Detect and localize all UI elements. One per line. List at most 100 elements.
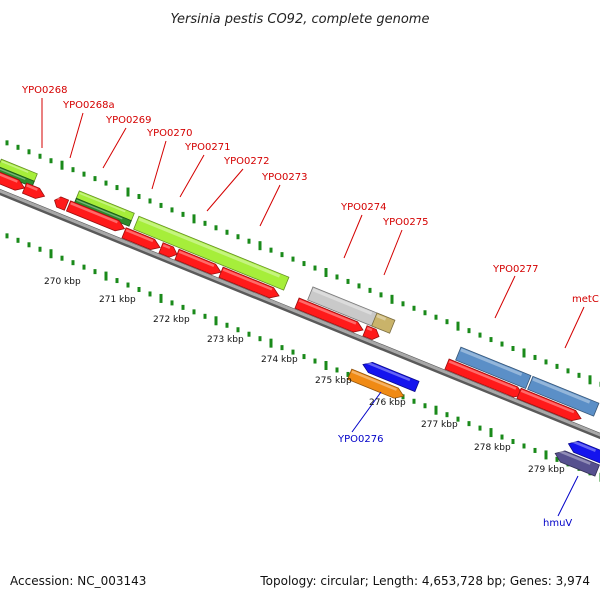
- connector-hmuv: [557, 475, 579, 517]
- tick-label-279kbp: 279 kbp: [528, 465, 565, 475]
- tick-label-270kbp: 270 kbp: [44, 277, 81, 287]
- feature-cds-0275-shape: [362, 325, 380, 341]
- feature-blue-hmuv-shape: [567, 440, 600, 464]
- tick-label-276kbp: 276 kbp: [369, 398, 406, 408]
- feature-cds-0274-shape: [294, 297, 364, 333]
- forward-gene-labels: YPO0268 YPO0268a YPO0269 YPO0270 YPO0271…: [21, 85, 599, 305]
- feature-cds-0273[interactable]: [218, 266, 281, 301]
- gene-label-ypo0275[interactable]: YPO0275: [382, 217, 428, 228]
- feature-cds-0269-highlight: [70, 202, 118, 224]
- feature-blue-0277[interactable]: [455, 346, 532, 390]
- connector-ypo0277: [494, 275, 516, 319]
- feature-blue-0277-shape: [455, 346, 532, 390]
- reverse-gene-labels: YPO0276 hmuV: [337, 434, 572, 529]
- feature-cds-0271-highlight: [125, 229, 154, 243]
- feature-cds-0271[interactable]: [121, 227, 162, 253]
- feature-cds-0277-highlight: [448, 360, 517, 390]
- feature-tan-0275-highlight: [376, 314, 387, 321]
- gene-label-ypo0272[interactable]: YPO0272: [223, 156, 269, 167]
- gene-label-ypo0277[interactable]: YPO0277: [492, 264, 538, 275]
- gene-label-ypo0273[interactable]: YPO0273: [261, 172, 307, 183]
- feature-blue-hmuv[interactable]: [566, 438, 600, 464]
- feature-tan-0275-shape: [371, 312, 396, 334]
- gene-label-ypo0268[interactable]: YPO0268: [21, 85, 67, 96]
- tick-label-271kbp: 271 kbp: [99, 295, 136, 305]
- feature-cds-0271b-highlight: [162, 244, 171, 250]
- connector-ypo0268a: [69, 112, 84, 159]
- feature-darkgreen-0268a-highlight: [76, 199, 123, 220]
- feature-cds-1[interactable]: [0, 170, 27, 193]
- feature-cds-2-shape: [21, 182, 46, 199]
- gene-label-ypo0276[interactable]: YPO0276: [337, 434, 383, 445]
- feature-cds-3[interactable]: [52, 195, 70, 211]
- connector-ypo0273: [259, 184, 281, 227]
- feature-cds-0274[interactable]: [294, 297, 365, 335]
- tick-label-272kbp: 272 kbp: [153, 315, 190, 325]
- connector-ypo0270: [151, 140, 167, 190]
- feature-purple-hmuv-shape: [554, 450, 600, 477]
- feature-blue-metc-shape: [527, 375, 600, 417]
- feature-cds-0271b[interactable]: [158, 242, 179, 260]
- feature-cds-0273-highlight: [222, 268, 273, 291]
- feature-green-0270-shape: [133, 215, 290, 291]
- gene-label-ypo0274[interactable]: YPO0274: [340, 202, 386, 213]
- feature-orange-0276-shape: [347, 368, 405, 399]
- tick-label-275kbp: 275 kbp: [315, 376, 352, 386]
- genome-backbone: [0, 188, 600, 440]
- feature-purple-hmuv[interactable]: [553, 448, 600, 477]
- features: [0, 158, 600, 477]
- tick-label-277kbp: 277 kbp: [421, 420, 458, 430]
- connector-ypo0272: [206, 168, 244, 212]
- feature-cds-1-highlight: [0, 172, 18, 183]
- feature-cds-0269-shape: [65, 200, 126, 232]
- feature-blue-hmuv-highlight: [570, 439, 597, 452]
- feature-green-0268a-highlight: [79, 192, 126, 213]
- feature-darkgreen-0268a-shape: [73, 197, 132, 227]
- feature-blue-metc[interactable]: [527, 375, 600, 417]
- gene-label-hmuv[interactable]: hmuV: [543, 518, 572, 529]
- gene-label-ypo0271[interactable]: YPO0271: [184, 142, 230, 153]
- feature-cds-0274-highlight: [298, 299, 357, 325]
- feature-cds-2[interactable]: [21, 182, 46, 201]
- tick-label-274kbp: 274 kbp: [261, 355, 298, 365]
- feature-cds-0272-highlight: [178, 250, 215, 267]
- feature-orange-0276[interactable]: [347, 368, 406, 401]
- feature-cds-0269[interactable]: [65, 200, 126, 234]
- gene-label-ypo0270[interactable]: YPO0270: [146, 128, 192, 139]
- feature-green-0270-highlight: [138, 217, 281, 278]
- feature-cds-0275[interactable]: [362, 325, 381, 342]
- feature-darkgreen-0268a[interactable]: [73, 197, 132, 227]
- feature-tan-0275[interactable]: [371, 312, 396, 334]
- feature-cds-2-highlight: [26, 184, 38, 191]
- feature-orange-0276-highlight: [351, 370, 398, 391]
- feature-blue-0276-shape: [362, 361, 420, 393]
- feature-cds-metc[interactable]: [516, 387, 583, 423]
- label-connectors: [41, 98, 585, 517]
- gene-label-metc[interactable]: metC: [572, 294, 599, 305]
- feature-cds-0275-highlight: [366, 326, 373, 332]
- feature-cds-0272[interactable]: [174, 248, 223, 277]
- gene-label-ypo0268a[interactable]: YPO0268a: [62, 100, 115, 111]
- connector-ypo0269: [102, 127, 127, 169]
- feature-blue-0276-highlight: [364, 360, 411, 382]
- connector-ypo0275: [383, 229, 403, 276]
- tick-rows: [5, 140, 600, 482]
- feature-cds-metc-shape: [516, 387, 582, 422]
- connector-ypo0276: [351, 391, 382, 433]
- accession-text: Accession: NC_003143: [10, 574, 146, 588]
- feature-cds-0272-shape: [174, 248, 222, 275]
- connector-ypo0274: [343, 214, 363, 259]
- feature-green-0270[interactable]: [133, 215, 290, 291]
- feature-cds-3-highlight: [56, 196, 60, 200]
- feature-cds-1-shape: [0, 170, 26, 191]
- gene-label-ypo0269[interactable]: YPO0269: [105, 115, 151, 126]
- feature-blue-0277-highlight: [460, 348, 523, 376]
- tick-label-273kbp: 273 kbp: [207, 335, 244, 345]
- feature-blue-0276[interactable]: [361, 359, 420, 393]
- connector-ypo0271: [179, 154, 205, 198]
- feature-cds-0271b-shape: [158, 242, 178, 258]
- feature-cds-3-shape: [54, 196, 70, 211]
- map-title: Yersinia pestis CO92, complete genome: [171, 12, 430, 27]
- genome-summary-text: Topology: circular; Length: 4,653,728 bp…: [259, 574, 590, 588]
